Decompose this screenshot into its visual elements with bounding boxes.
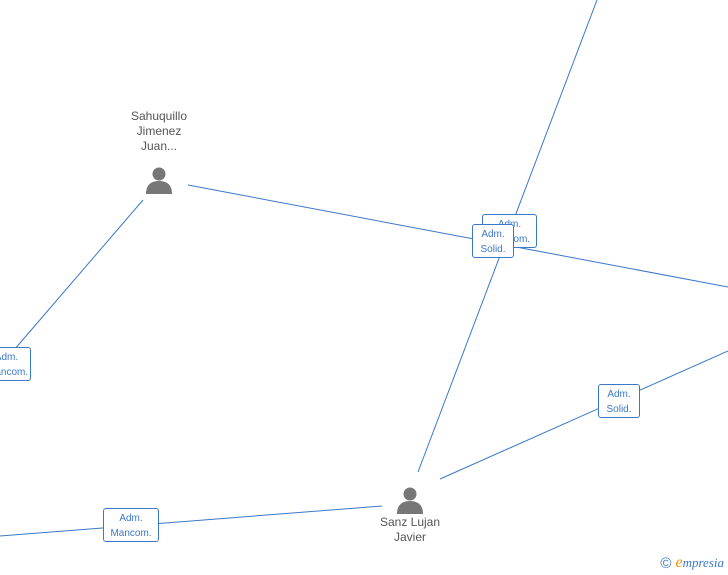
relation-label-line: Adm. <box>119 513 143 524</box>
relation-label-line: Adm. <box>607 389 631 400</box>
person-name-line: Sanz Lujan <box>379 515 441 529</box>
edge-sahuquillo-to-left <box>13 199 144 351</box>
person-node-sanz[interactable]: Sanz Lujan Javier <box>340 485 480 545</box>
person-name-line: Sahuquillo <box>130 109 188 123</box>
person-name-line: Juan... <box>140 139 178 153</box>
brand-name: mpresia <box>682 555 724 570</box>
relation-label-line: Solid. <box>480 244 506 255</box>
relation-label-line: Adm. <box>481 229 505 240</box>
person-node-sahuquillo[interactable]: Sahuquillo Jimenez Juan... <box>89 109 229 195</box>
brand-initial: e <box>675 554 683 571</box>
relation-label-line: Mancom. <box>110 528 152 539</box>
relation-label-adm-mancom[interactable]: Adm. Mancom. <box>103 508 159 542</box>
relation-label-adm-solid[interactable]: Adm. Solid. <box>598 384 640 418</box>
person-icon <box>397 487 423 514</box>
edge-sanz-to-right <box>439 350 728 480</box>
edge-sanz-to-left <box>0 505 383 537</box>
relation-label-line: Solid. <box>606 404 632 415</box>
relation-label-line: Mancom. <box>0 367 29 378</box>
edge-sahuquillo-to-right <box>187 184 728 288</box>
person-name-line: Javier <box>393 530 426 544</box>
copyright-icon: © <box>660 554 672 572</box>
person-icon <box>146 167 172 194</box>
relation-label-line: Adm. <box>0 352 19 363</box>
brand-logo: empresia <box>675 554 724 572</box>
relation-label-adm-mancom[interactable]: Adm. Mancom. <box>0 347 31 381</box>
relation-label-adm-solid[interactable]: Adm. Solid. <box>472 224 514 258</box>
brand-watermark: © empresia <box>660 554 724 572</box>
person-name-line: Jimenez <box>136 124 182 138</box>
